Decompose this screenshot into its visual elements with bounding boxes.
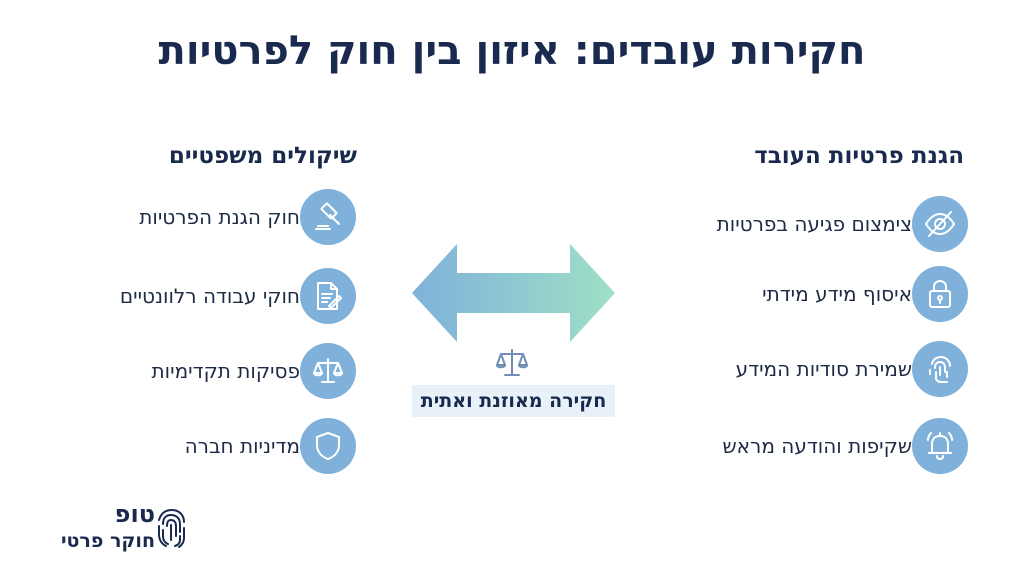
item-label: חוקי עבודה רלוונטיים	[119, 284, 300, 308]
balanced-investigation-label: חקירה מאוזנת ואתית	[412, 385, 615, 417]
logo: טופ חוקר פרטי	[26, 500, 186, 560]
logo-name: טופ	[114, 500, 155, 528]
fingerprint-icon	[912, 341, 968, 397]
list-item: שקיפות והודעה מראש	[708, 418, 968, 474]
fingerprint-icon	[158, 508, 185, 548]
list-item: פסיקות תקדימיות	[138, 343, 356, 399]
item-label: מדיניות חברה	[184, 434, 300, 458]
list-item: חוק הגנת הפרטיות	[125, 189, 356, 245]
item-label: שקיפות והודעה מראש	[722, 434, 912, 458]
document-icon	[300, 268, 356, 324]
bell-icon	[912, 418, 968, 474]
item-label: איסוף מידע מידתי	[762, 282, 912, 306]
right-column-heading: הגנת פרטיות העובד	[754, 143, 964, 169]
list-item: חוקי עבודה רלוונטיים	[106, 268, 356, 324]
gavel-icon	[300, 189, 356, 245]
eye-slash-icon	[912, 196, 968, 252]
list-item: מדיניות חברה	[171, 418, 356, 474]
shield-icon	[300, 418, 356, 474]
page-title: חקירות עובדים: איזון בין חוק לפרטיות	[158, 28, 866, 74]
double-arrow-icon	[412, 244, 615, 342]
logo-subtitle: חוקר פרטי	[60, 530, 155, 552]
item-label: שמירת סודיות המידע	[735, 357, 912, 381]
list-item: איסוף מידע מידתי	[748, 266, 968, 322]
scales-icon	[496, 349, 528, 376]
list-item: צימצום פגיעה בפרטיות	[703, 196, 968, 252]
lock-icon	[912, 266, 968, 322]
scales-icon	[300, 343, 356, 399]
item-label: צימצום פגיעה בפרטיות	[716, 212, 912, 236]
list-item: שמירת סודיות המידע	[722, 341, 968, 397]
left-column-heading: שיקולים משפטיים	[168, 143, 357, 169]
item-label: פסיקות תקדימיות	[151, 359, 300, 383]
item-label: חוק הגנת הפרטיות	[139, 205, 300, 229]
